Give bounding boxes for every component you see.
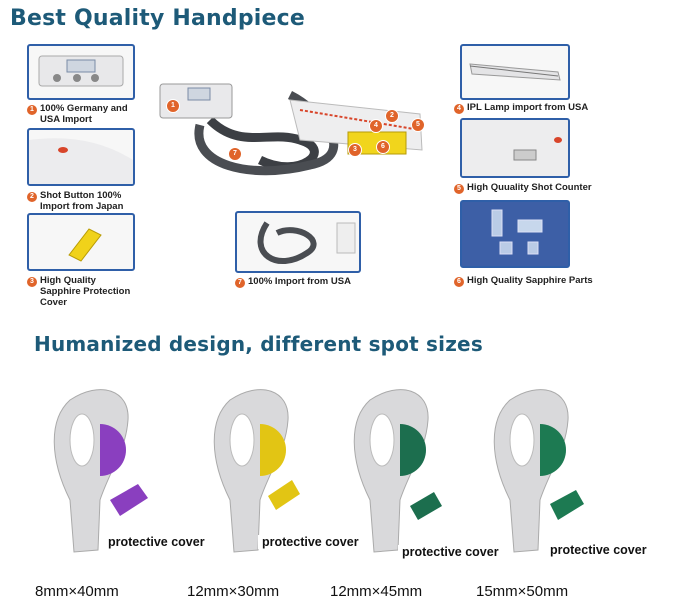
cable-image: [257, 221, 356, 265]
sapphire-parts-image: [491, 209, 543, 255]
callout-2: 2: [385, 109, 399, 123]
callout-4: 4: [369, 119, 383, 133]
shot-counter-image: [462, 120, 568, 176]
callout-7: 7: [228, 147, 242, 161]
badge-num: 3: [27, 277, 37, 287]
protective-cover-label-3: protective cover: [398, 545, 499, 559]
callout-1: 1: [166, 99, 180, 113]
badge-num: 5: [454, 184, 464, 194]
protective-cover-label-1: protective cover: [104, 535, 205, 549]
callout-3: 3: [348, 143, 362, 157]
thumb-sapphire-parts: [460, 200, 570, 268]
spot-size-1: 8mm×40mm: [35, 583, 119, 600]
callout-6: 6: [376, 140, 390, 154]
connector-image: [38, 55, 124, 87]
thumb-protection-cover: [27, 213, 135, 271]
protective-cover-label-4: protective cover: [546, 543, 647, 557]
badge-num: 7: [235, 278, 245, 288]
protection-cover-image: [68, 228, 102, 262]
shot-button-image: [29, 138, 133, 184]
ipl-lamp-image: [469, 63, 561, 81]
spot-size-2: 12mm×30mm: [187, 583, 280, 600]
thumb-shot-counter: [460, 118, 570, 178]
badge-num: 1: [27, 105, 37, 115]
thumb-cable: [235, 211, 361, 273]
thumb-ipl-lamp: [460, 44, 570, 100]
protective-cover-label-2: protective cover: [258, 535, 359, 549]
handpiece-main-image: [159, 83, 423, 176]
thumb-shot-button: [27, 128, 135, 186]
spot-size-3: 12mm×45mm: [330, 583, 423, 600]
handpiece-1-image: [53, 389, 148, 553]
section-title-spot-sizes: Humanized design, different spot sizes: [34, 332, 483, 356]
handpiece-3-image: [353, 389, 442, 553]
badge-num: 2: [27, 192, 37, 202]
section-title-handpiece: Best Quality Handpiece: [10, 6, 306, 31]
handpiece-2-image: [213, 389, 300, 553]
handpiece-4-image: [493, 389, 584, 553]
badge-num: 4: [454, 104, 464, 114]
badge-num: 6: [454, 277, 464, 287]
spot-size-4: 15mm×50mm: [476, 583, 569, 600]
callout-5: 5: [411, 118, 425, 132]
thumb-connector: [27, 44, 135, 100]
